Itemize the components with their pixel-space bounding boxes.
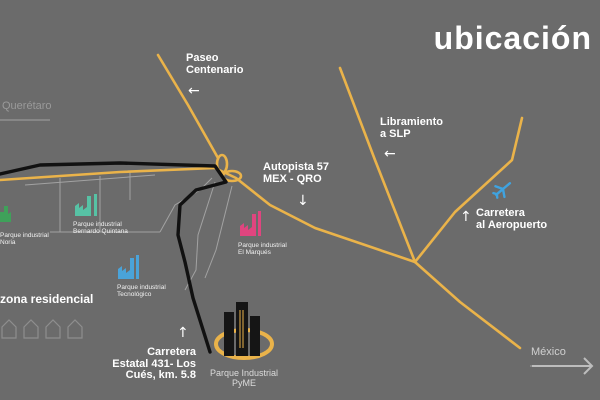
pyme-logo-icon xyxy=(214,302,274,360)
house-icons xyxy=(1,319,83,339)
house-icon xyxy=(67,319,83,339)
factory-icon-marques xyxy=(240,211,261,236)
road-autopista-57 xyxy=(0,166,417,264)
page-title: ubicación xyxy=(433,20,592,56)
park-label-bernardo-quintana: Parque industrial Bernardo Quintana xyxy=(73,221,128,236)
label-libramiento: Libramiento a SLP xyxy=(380,116,443,140)
road-to-mexico xyxy=(413,260,522,350)
house-icon xyxy=(23,319,39,339)
factory-icon-noria xyxy=(0,206,11,222)
minor-road-8 xyxy=(204,185,233,279)
park-label-noria: Parque industrial Noria xyxy=(0,232,49,247)
label-paseo-centenario: Paseo Centenario xyxy=(186,52,244,76)
mexico-arrow-icon xyxy=(532,357,594,375)
park-label-tecnologico: Parque industrial Tecnológico xyxy=(117,284,166,299)
city-mexico: México xyxy=(531,346,566,358)
airplane-icon xyxy=(492,182,512,199)
black-highway xyxy=(0,161,228,354)
city-queretaro: Querétaro xyxy=(2,100,52,112)
road-estatal-431 xyxy=(0,161,228,354)
road-aeropuerto xyxy=(413,116,524,264)
main-roads xyxy=(0,53,524,350)
label-autopista-57: Autopista 57 MEX - QRO xyxy=(263,161,330,185)
house-icon xyxy=(45,319,61,339)
minor-road-1 xyxy=(24,174,156,186)
house-icon xyxy=(1,319,17,339)
pyme-park-label: Parque Industrial PyME xyxy=(209,368,279,389)
park-label-el-marques: Parque industrial El Marqués xyxy=(238,242,287,257)
road-paseo-centenario xyxy=(156,53,220,160)
arrow-down-icon: ↓ xyxy=(297,193,309,209)
arrow-up-icon: ↑ xyxy=(177,325,189,341)
label-carretera-aeropuerto: Carretera al Aeropuerto xyxy=(476,207,548,231)
arrow-left-icon: ← xyxy=(188,83,200,99)
interchange-loop-1 xyxy=(215,153,229,175)
label-zona-residencial: zona residencial xyxy=(0,292,94,306)
arrow-up-icon: ↑ xyxy=(460,209,472,225)
label-carretera-estatal: Carretera Estatal 431- Los Cués, km. 5.8 xyxy=(112,346,196,382)
arrow-left-icon: ← xyxy=(384,146,396,162)
factory-icon-bernardo xyxy=(75,194,97,216)
factory-icon-tecnologico xyxy=(118,255,139,279)
road-libramiento xyxy=(338,66,417,264)
